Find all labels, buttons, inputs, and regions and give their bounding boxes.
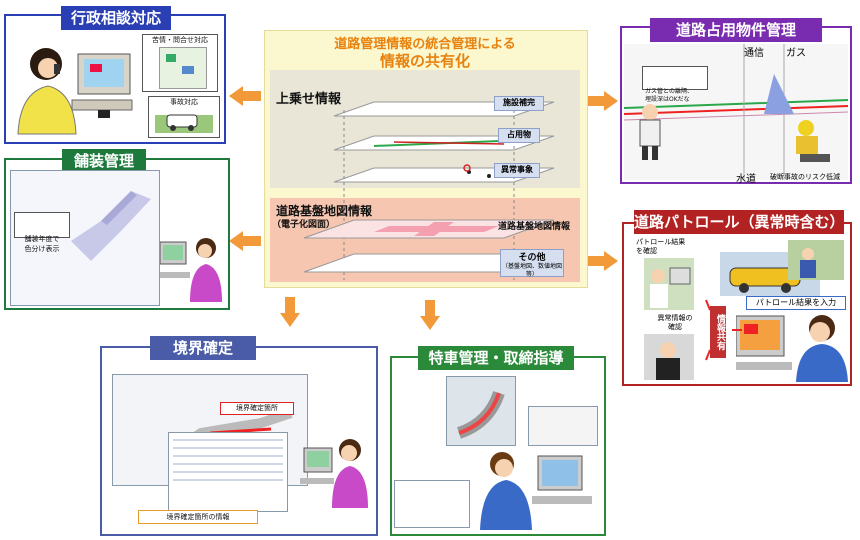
arrow-left-mid bbox=[229, 231, 261, 251]
person-computer-patrol bbox=[736, 315, 848, 382]
callout-complaints-label: 苦情・問合せ対応 bbox=[152, 36, 208, 44]
tag-other-label: その他 bbox=[518, 253, 546, 263]
boundary-info-screen bbox=[168, 432, 288, 512]
callout-pavement-year-label: 舗装年度で 色分け表示 bbox=[24, 235, 60, 253]
photo-phone-worker bbox=[644, 334, 694, 380]
photo-office-worker bbox=[644, 258, 694, 310]
pavement-map-screen bbox=[10, 170, 160, 306]
panel-patrol-title: 道路パトロール（異常時含む） bbox=[634, 210, 844, 234]
label-tsushin: 通信 bbox=[744, 48, 764, 59]
arrow-down-left bbox=[280, 297, 300, 327]
base-info-label: 道路基盤地図情報 bbox=[276, 204, 373, 218]
person-computer-tokusha bbox=[480, 452, 592, 530]
panel-gyosei-title: 行政相談対応 bbox=[61, 6, 171, 30]
badge-info-share: 情報共有 bbox=[710, 306, 726, 358]
person-computer-kyokai bbox=[300, 439, 368, 508]
upper-info-label: 上乗せ情報 bbox=[276, 92, 342, 107]
arrow-right-top bbox=[588, 91, 618, 111]
panel-senyo-title: 道路占用物件管理 bbox=[650, 18, 822, 42]
callout-boundary-info-label: 境界確定箇所の情報 bbox=[166, 513, 230, 521]
person-computer-green bbox=[160, 238, 222, 302]
center-title-line2: 情報の共有化 bbox=[379, 52, 470, 70]
label-risk: 破断事故のリスク低減 bbox=[770, 173, 840, 181]
tag-occupancy: 占用物 bbox=[498, 128, 540, 143]
pavement-map bbox=[71, 191, 151, 261]
label-check-results: パトロール結果 を確認 bbox=[636, 238, 686, 255]
callout-pavement-year: 舗装年度で 色分け表示 bbox=[14, 212, 70, 253]
arrow-down-right bbox=[420, 300, 440, 330]
label-abnormal-check: 異常情報の 確認 bbox=[657, 314, 693, 331]
photo-field-worker bbox=[788, 240, 844, 280]
vehicle-route-map bbox=[456, 390, 505, 439]
arrow-right-mid bbox=[588, 251, 618, 271]
center-title-line1: 道路管理情報の統合管理による bbox=[334, 37, 516, 52]
panel-tokusha-title: 特車管理・取締指導 bbox=[418, 346, 574, 370]
construction-worker-illustration bbox=[796, 120, 830, 162]
callout-boundary-info: 境界確定箇所の情報 bbox=[138, 510, 258, 524]
worker-illustration bbox=[639, 104, 661, 160]
label-suido: 水道 bbox=[736, 174, 756, 185]
callout-complaints: 苦情・問合せ対応 bbox=[142, 34, 218, 92]
callout-boundary-location-label: 境界確定箇所 bbox=[236, 404, 278, 412]
tag-other: その他 （基盤地図、数値地図等） bbox=[500, 249, 564, 278]
tag-abnormal: 異常事象 bbox=[494, 163, 540, 178]
callout-accident-label: 事故対応 bbox=[170, 98, 198, 106]
tag-other-sub: （基盤地図、数値地図等） bbox=[501, 263, 562, 278]
person-phone-illustration bbox=[17, 48, 133, 135]
vehicle-form-screen bbox=[528, 406, 598, 446]
center-title: 道路管理情報の統合管理による 情報の共有化 bbox=[264, 36, 586, 70]
tag-base-map: 道路基盤地図情報 bbox=[498, 222, 571, 232]
panel-kyokai-title: 境界確定 bbox=[150, 336, 256, 360]
car-accident-icon bbox=[155, 114, 213, 133]
callout-accident: 事故対応 bbox=[148, 96, 220, 138]
callout-gas-check-label: ガス管との離隔、 埋設深はOKだな bbox=[645, 88, 693, 103]
panel-hoso-title: 舗装管理 bbox=[62, 149, 146, 173]
share-arrows bbox=[705, 299, 742, 361]
callout-boundary-location: 境界確定箇所 bbox=[220, 402, 294, 415]
arrow-left-top bbox=[229, 86, 261, 106]
vehicle-document bbox=[394, 480, 470, 528]
tag-facility: 施設補完 bbox=[494, 96, 544, 111]
label-patrol-input: パトロール結果を入力 bbox=[746, 296, 846, 310]
base-info-sub: （電子化図面） bbox=[272, 220, 336, 230]
callout-complaints-map bbox=[159, 47, 207, 89]
callout-gas-check: ガス管との離隔、 埋設深はOKだな bbox=[642, 66, 708, 103]
vehicle-route-screen bbox=[446, 376, 516, 446]
label-gas: ガス bbox=[786, 48, 806, 59]
